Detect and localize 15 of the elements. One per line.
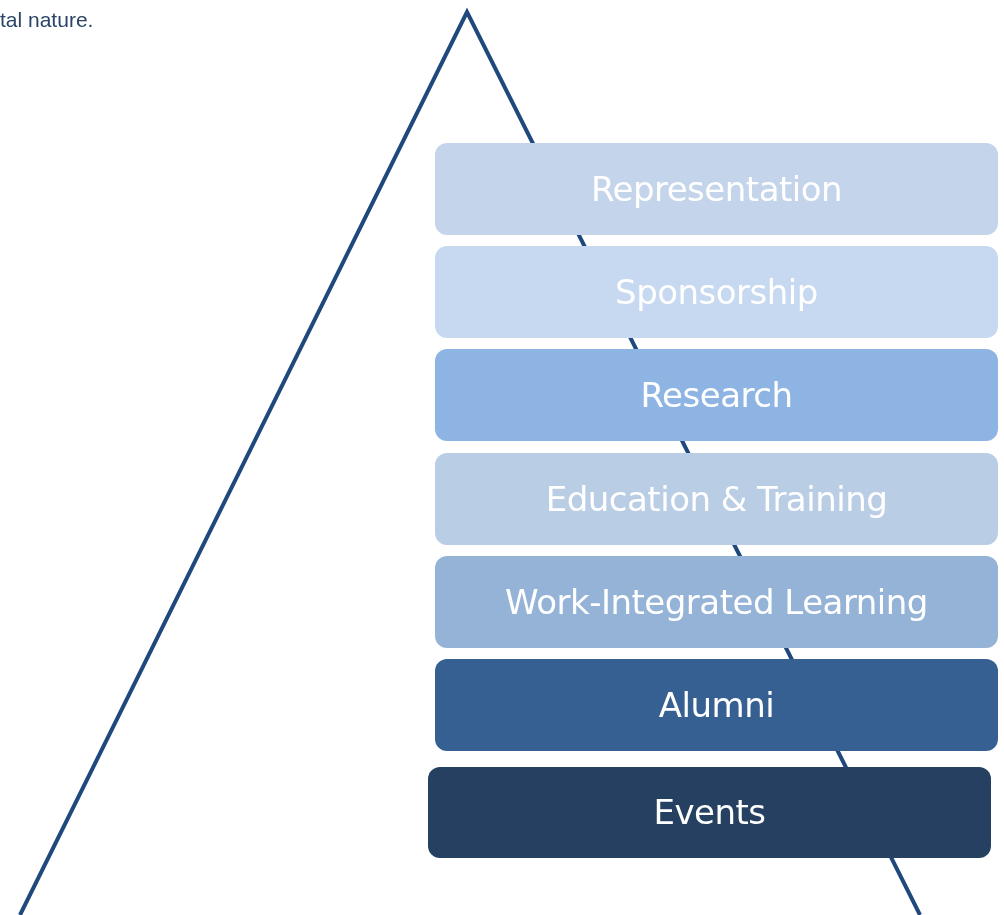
level-label: Education & Training [545, 477, 888, 521]
level-bar [435, 556, 998, 648]
level-label: Work-Integrated Learning [505, 580, 928, 624]
level-bar [435, 453, 998, 545]
level-bar [435, 246, 998, 338]
level-label: Sponsorship [615, 270, 818, 314]
level-bar [435, 349, 998, 441]
level-label: Representation [590, 167, 843, 211]
level-label: Research [640, 373, 793, 417]
text-fragment: tal nature. [0, 7, 94, 33]
level-bar [435, 659, 998, 751]
level-bar [428, 767, 991, 858]
level-bar [435, 143, 998, 235]
level-label: Events [653, 791, 766, 834]
level-label: Alumni [658, 683, 775, 727]
